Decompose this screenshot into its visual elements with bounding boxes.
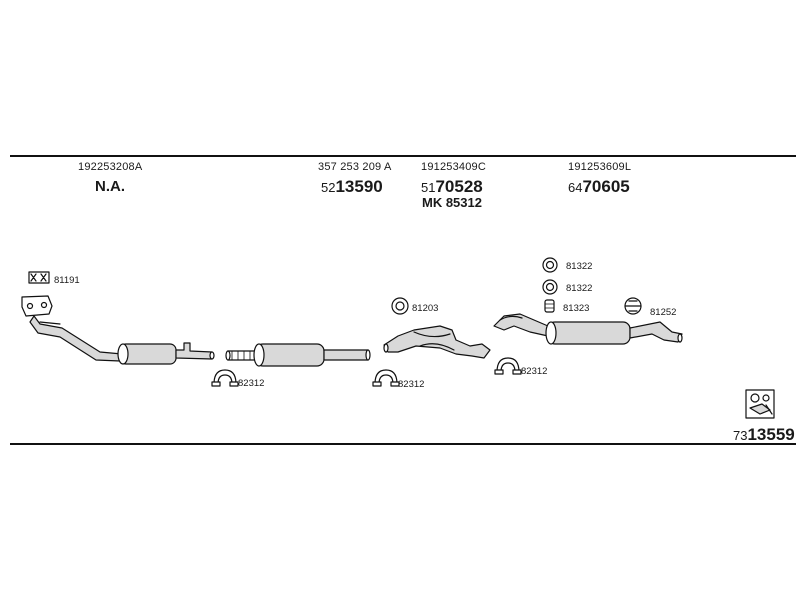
clamp-icon-1 xyxy=(211,369,239,387)
rear-silencer-icon xyxy=(493,313,683,345)
ring-label-mid: 81203 xyxy=(412,303,439,314)
oe-number-section-2: 357 253 209 A xyxy=(318,161,392,173)
rubber-mount-label: 81252 xyxy=(650,307,677,318)
ring-label-top-1: 81322 xyxy=(566,261,593,272)
oe-number-section-3: 191253409C xyxy=(421,161,487,173)
bottom-divider-line xyxy=(10,443,796,445)
clamp-label-3: 82312 xyxy=(521,366,548,377)
top-divider-line xyxy=(10,155,796,157)
rubber-ring-icon-top-1 xyxy=(542,257,558,273)
rubber-mount-icon xyxy=(624,297,642,315)
ring-label-top-2: 81322 xyxy=(566,283,593,294)
front-pipe-icon xyxy=(21,295,123,362)
rubber-ring-icon-mid xyxy=(391,297,409,315)
part-number-section-2: 5213590 xyxy=(321,178,383,195)
part-prefix: 52 xyxy=(321,180,336,195)
part-prefix: 51 xyxy=(421,180,436,195)
oe-number-section-4: 191253609L xyxy=(568,161,632,173)
clamp-label-2: 82312 xyxy=(398,379,425,390)
part-prefix: 64 xyxy=(568,180,583,195)
kit-main: 13559 xyxy=(747,425,795,444)
kit-number: 7313559 xyxy=(733,426,795,443)
clamp-icon-2 xyxy=(372,369,400,387)
clamp-label-1: 82312 xyxy=(238,378,265,389)
rubber-bush-label: 81323 xyxy=(563,303,590,314)
rubber-ring-icon-top-2 xyxy=(542,279,558,295)
part-main: 70528 xyxy=(435,177,483,196)
part-main: 70605 xyxy=(582,177,630,196)
oe-number-section-1: 192253208A xyxy=(78,161,143,173)
extra-number-section-3: MK 85312 xyxy=(422,195,482,210)
part-number-section-3: 5170528 xyxy=(421,178,483,195)
part-main: 13590 xyxy=(335,177,383,196)
front-silencer-icon xyxy=(117,342,215,365)
kit-pictogram-icon xyxy=(745,389,775,419)
kit-prefix: 73 xyxy=(733,428,748,443)
part-number-section-4: 6470605 xyxy=(568,178,630,195)
intermediate-pipe-icon xyxy=(383,325,491,359)
rubber-bush-icon xyxy=(544,299,555,313)
gasket-icon xyxy=(28,271,50,284)
gasket-label: 81191 xyxy=(54,275,80,286)
middle-silencer-icon xyxy=(225,343,371,367)
part-number-section-1: N.A. xyxy=(95,178,125,195)
clamp-icon-3 xyxy=(494,357,522,375)
